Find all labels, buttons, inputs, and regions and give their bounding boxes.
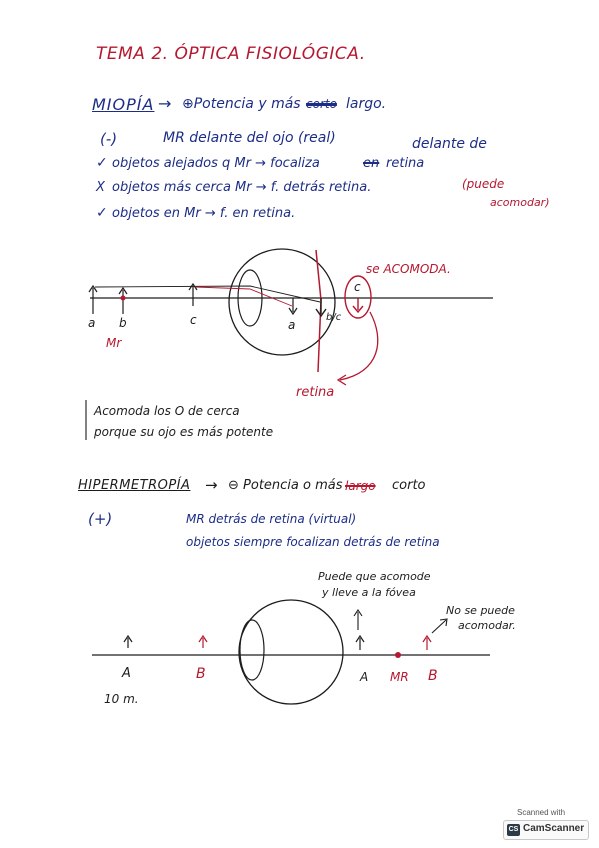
ray-lines <box>94 285 321 303</box>
eye-lens-2 <box>239 619 265 681</box>
miopia-item3: objetos en Mr → f. en retina. <box>112 206 296 221</box>
diagram2-label-dist: 10 m. <box>104 692 139 706</box>
miopia-sign: (-) <box>100 130 118 148</box>
miopia-item1-end: retina <box>386 156 425 171</box>
camscanner-brand: CamScanner <box>523 823 585 834</box>
ray-lines-red <box>194 286 293 307</box>
hipermetropia-line1-end: corto <box>392 478 426 493</box>
puede-note-line1: Puede que acomode <box>318 570 431 583</box>
miopia-item1-mark: ✓ <box>96 155 108 171</box>
diagram1-label-c-circle: c <box>354 280 361 294</box>
page-title: TEMA 2. ÓPTICA FISIOLÓGICA. <box>96 44 366 64</box>
miopia-crossed-word: corto <box>306 97 337 111</box>
camscanner-box: CS CamScanner <box>503 820 589 840</box>
diagram1-label-c: c <box>190 313 197 327</box>
diagram1-se-acomoda: se ACOMODA. <box>366 262 451 276</box>
mr-point-2 <box>395 652 401 658</box>
diagram2-label-B-left: B <box>196 666 206 682</box>
diagram1-label-b: b <box>119 316 127 330</box>
miopia-line1-end: largo. <box>346 96 387 112</box>
no-se-arrow <box>431 619 447 634</box>
miopia-item2-note-a: (puede <box>462 177 505 191</box>
miopia-item2-mark: X <box>96 180 105 195</box>
miopia-item2: objetos más cerca Mr → f. detrás retina. <box>112 180 372 195</box>
diagram2-label-B-right: B <box>428 668 438 684</box>
hipermetropia-arrow: → <box>205 476 218 494</box>
hipermetropia-heading: HIPERMETROPÍA <box>78 478 191 493</box>
hipermetropia-crossed-word: largo <box>345 479 376 493</box>
miopia-item1-crossed: en <box>363 156 380 171</box>
eye-lens-1 <box>237 269 263 327</box>
diagram1-label-a-image: a <box>288 318 296 332</box>
miopia-item1: objetos alejados q Mr → focaliza <box>112 156 320 171</box>
diagram1-retina-label: retina <box>296 385 335 400</box>
miopia-heading: MIOPÍA <box>92 95 155 114</box>
retina-pointer-arrow <box>339 311 379 381</box>
no-se-note-line2: acomodar. <box>458 619 516 632</box>
diagram2-label-A-left: A <box>122 666 131 681</box>
hipermetropia-mr-line: MR detrás de retina (virtual) <box>186 512 357 526</box>
eye-globe-1 <box>228 248 336 356</box>
mr-point <box>120 295 126 301</box>
camscanner-logo-icon: CS <box>507 824 520 836</box>
hipermetropia-sign: (+) <box>88 510 113 528</box>
miopia-annot-delante: delante de <box>412 136 487 152</box>
eye-globe-2 <box>238 599 344 705</box>
camscanner-badge: Scanned with CS CamScanner <box>497 806 589 840</box>
miopia-note-line1: Acomoda los O de cerca <box>94 404 240 418</box>
miopia-note-line2: porque su ojo es más potente <box>94 425 274 439</box>
miopia-item3-mark: ✓ <box>96 205 108 221</box>
hipermetropia-objects-line: objetos siempre focalizan detrás de reti… <box>186 535 440 549</box>
diagram2-label-A-right: A <box>360 670 369 684</box>
circled-c <box>344 275 372 319</box>
diagram2-label-MR: MR <box>390 670 409 684</box>
diagram1-label-a: a <box>88 316 96 330</box>
miopia-item2-note-b: acomodar) <box>490 196 550 209</box>
puede-note-line2: y lleve a la fóvea <box>322 586 416 599</box>
scanned-with-label: Scanned with <box>517 808 566 817</box>
miopia-mr-line: MR delante del ojo (real) <box>163 130 336 146</box>
diagram1-label-bc: b/c <box>326 312 342 323</box>
diagram1-label-mr: Mr <box>106 336 122 350</box>
miopia-arrow: → <box>158 94 172 113</box>
miopia-line1: ⊕Potencia y más <box>182 96 301 112</box>
hipermetropia-line1: ⊖ Potencia o más <box>228 478 343 493</box>
no-se-note-line1: No se puede <box>446 604 515 617</box>
